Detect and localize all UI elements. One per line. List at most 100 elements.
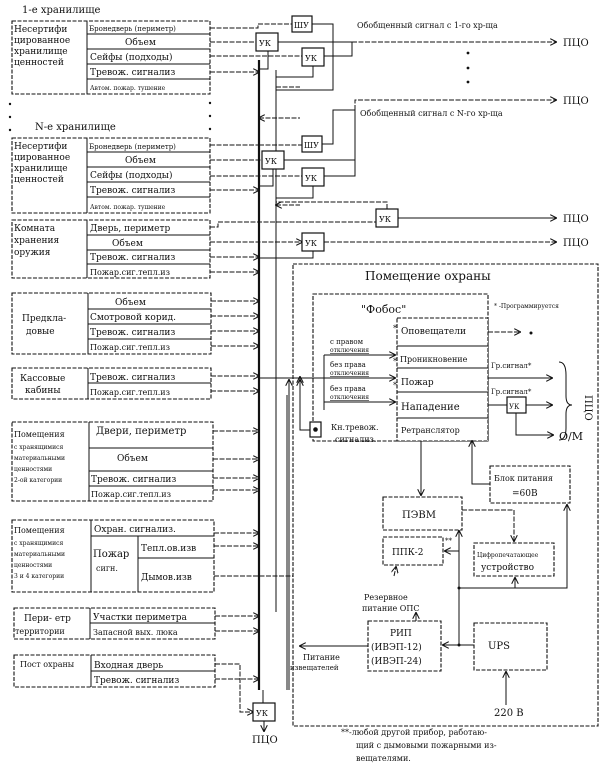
uk-label: УК (509, 403, 520, 411)
fobos-outputs (396, 317, 489, 442)
ppk-2-label: ППК-2 (392, 548, 423, 558)
zone-signal: Автом. пожар. тушение (90, 204, 166, 211)
alarm-button-label: сигнализ. (335, 435, 376, 444)
zone-box (11, 519, 215, 593)
zone-name-line: с хранящимися (14, 540, 63, 547)
zone-signal: Сейфы (подходы) (90, 52, 172, 63)
group-signal-label: Гр.сигнал* (491, 362, 532, 370)
zone-signal: Смотровой корид. (90, 313, 176, 323)
guard-room: Помещение охраны "Фобос" * -Программируе… (259, 263, 599, 727)
power-block (489, 465, 571, 504)
pco-label: ПЦО (563, 238, 589, 249)
zone-category-3-4-rooms: Помещения с хранящимися материальными це… (11, 519, 215, 593)
svg-text:*: * (393, 357, 397, 366)
zone-signal: Объем (112, 238, 143, 249)
shu-label: ШУ (294, 21, 309, 30)
zone-name-line: ценностей (14, 175, 64, 185)
zone-signal: Тревож. сигнализ (90, 373, 175, 383)
fire-group-label: Пожар (93, 549, 129, 560)
power-block-label: Блок питания (494, 474, 553, 483)
zone-signal: Бронедверь (периметр) (89, 143, 176, 151)
pc-block (382, 496, 463, 531)
zone-name-line: территории (15, 627, 65, 636)
zone-name-line: довые (26, 327, 55, 337)
zone-name-line: 3 и 4 категории (14, 573, 64, 580)
zone-name-line: цированное (14, 153, 70, 163)
zone-vault-anterooms: Предкла- довые Объем Смотровой корид. Тр… (11, 292, 212, 355)
zone-weapons-room: Комната хранения оружия Дверь, периметр … (11, 219, 211, 279)
zone-name-line: ценностями (14, 466, 52, 473)
fobos-title: "Фобос" (361, 303, 406, 316)
input-mode-label: отключения (330, 370, 369, 377)
zone-heading: 1-е хранилище (22, 5, 100, 16)
zone-signal: Тревож. сигнализ (90, 253, 175, 263)
fobos-output: Проникновение (400, 355, 468, 364)
zone-category-2-rooms: Помещения с хранящимися материальными це… (11, 421, 214, 502)
om-label: О/М (559, 430, 583, 443)
uk-label: УК (305, 239, 318, 248)
zone-signal: Тревож. сигнализ (94, 676, 179, 686)
zone-signal: Тепл.ов.изв (141, 544, 196, 554)
zone-name-line: Кассовые (20, 374, 65, 384)
reserve-power-label: Резервное (364, 593, 408, 602)
svg-text:*: * (393, 381, 397, 390)
mains-voltage-label: 220 В (494, 708, 524, 719)
zone-signal: Объем (117, 453, 148, 464)
pco-label: ПЦО (563, 96, 589, 107)
zone-signal: Охран. сигнализ. (94, 525, 176, 535)
svg-text:*: * (393, 324, 397, 333)
shu-label: ШУ (304, 141, 319, 150)
zone-signal: Участки периметра (93, 613, 187, 623)
zone-signal: Запасной вых. люка (93, 628, 178, 637)
pco-label: ПЦО (563, 38, 589, 49)
printer-block (473, 542, 555, 577)
programmable-note: * -Программируется (494, 303, 559, 310)
printer-label: Цифропечатающее (477, 552, 539, 559)
pc-label: ПЭВМ (402, 510, 436, 521)
zone-storage-n: N-е хранилище Несертифи цированное храни… (11, 122, 211, 214)
zone-signal: Тревож. сигнализ (90, 328, 175, 338)
reserve-power-label: питание ОПС (362, 604, 419, 613)
group-signal-label: Гр.сигнал* (491, 388, 532, 396)
fobos-output: Ретранслятор (401, 426, 460, 435)
fobos-output: Оповещатели (401, 327, 466, 337)
input-mode-label: без права (330, 361, 366, 369)
generalized-signal-1-label: Обобщенный сигнал с 1-го хр-ща (357, 21, 498, 30)
zone-name-line: Пост охраны (20, 660, 75, 669)
zone-signal: Дверь, периметр (90, 224, 170, 234)
zone-name-line: оружия (14, 248, 51, 258)
detector-power-label: Питание (303, 653, 340, 662)
generalized-signal-n-label: Обобщенный сигнал с N-го хр-ща (360, 109, 503, 118)
zone-name-line: цированное (14, 36, 70, 46)
rip-label: (ИВЭП-24) (371, 656, 422, 667)
zone-signal: Двери, периметр (96, 426, 186, 437)
ups-label: UPS (488, 641, 510, 652)
zone-box (11, 137, 211, 214)
zone-signal: Тревож. сигнализ (90, 186, 175, 196)
zone-guard-post: Пост охраны Входная дверь Тревож. сигнал… (13, 654, 216, 688)
uk-label: УК (379, 215, 392, 224)
detector-power-label: извещателей (290, 664, 339, 672)
zone-name-line: Пери- етр (24, 614, 71, 624)
zone-signal: Объем (125, 155, 156, 166)
uk-label: УК (305, 54, 318, 63)
zone-signal: Пожар.сиг.тепл.из (90, 268, 170, 277)
uk-label: УК (265, 157, 278, 166)
zone-signal: Бронедверь (периметр) (89, 25, 176, 33)
zone-heading: N-е хранилище (35, 122, 116, 133)
footnote-line: **-любой другой прибор, работаю- (341, 728, 487, 737)
zone-box (11, 421, 214, 502)
pco-label: ПЦО (252, 735, 278, 746)
ppk-2-block (382, 536, 444, 566)
footnote: **-любой другой прибор, работаю- щий с д… (341, 728, 497, 763)
fire-group-label: сигн. (96, 564, 118, 573)
guard-room-title: Помещение охраны (365, 269, 491, 283)
zone-signal: Объем (125, 37, 156, 48)
zone-signal: Пожар.сиг.тепл.из (90, 388, 170, 397)
zone-name-line: кабины (25, 385, 61, 396)
zone-name-line: Помещения (14, 430, 65, 439)
input-mode-label: без права (330, 385, 366, 393)
zone-signal: Входная дверь (94, 661, 163, 671)
zone-signal: Пожар.сиг.тепл.из (91, 490, 171, 499)
